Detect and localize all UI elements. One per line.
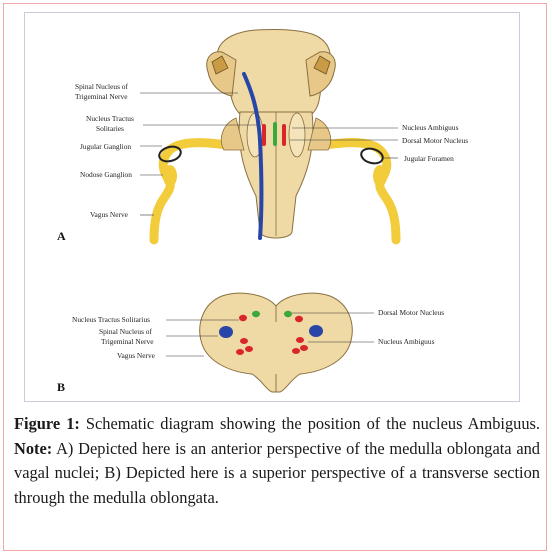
figure-caption: Figure 1: Schematic diagram showing the … [14,412,540,510]
caption-note-label: Note: [14,438,53,458]
right-jugular-foramen-ring [360,147,384,165]
label-dorsal-motor-nucleus-a: Dorsal Motor Nucleus [402,136,468,145]
spinal-trigeminal-nucleus-a [242,72,264,240]
label-spinal-nucleus-b-2: Trigeminal Nerve [101,337,154,346]
label-dorsal-motor-nucleus-b: Dorsal Motor Nucleus [378,308,444,317]
left-jugular-ganglion-ring [158,145,182,163]
label-nts-a-2: Solitaries [96,124,124,133]
nucleus-ambiguus-a [273,122,277,146]
label-jugular-foramen: Jugular Foramen [404,154,454,163]
left-trigeminal-root [211,55,229,75]
nucleus-ambiguus-left-1 [240,338,248,344]
label-nucleus-ambiguus-b: Nucleus Ambiguus [378,337,435,346]
nucleus-ambiguus-right-3 [292,348,300,354]
panel-b: Nucleus Tractus Solitarius Spinal Nucleu… [57,292,444,394]
label-spinal-nucleus-a-1: Spinal Nucleus of [75,82,128,91]
caption-figure-label: Figure 1: [14,414,80,433]
nts-right-b [295,315,303,323]
left-nodose-ganglion [163,165,177,187]
caption-text-2: A) Depicted here is an anterior perspect… [14,438,540,507]
label-nts-b: Nucleus Tractus Solitarius [72,315,150,324]
nucleus-ambiguus-left-3 [236,349,244,355]
dorsal-motor-nucleus-a [282,124,286,146]
right-vagus-nerve [315,138,401,245]
dmn-left-b [252,310,260,318]
right-nodose-ganglion [373,165,387,187]
pons [216,29,331,115]
right-trigeminal-root [313,55,331,75]
caption-text-1: Schematic diagram showing the position o… [79,414,541,433]
label-vagus-nerve-a: Vagus Nerve [90,210,129,219]
panel-b-letter: B [57,380,65,394]
medulla-left-wing [220,117,245,151]
nucleus-ambiguus-right-2 [300,345,308,351]
right-olive [288,112,306,158]
spinal-trigeminal-left-b [219,326,233,338]
nucleus-ambiguus-left-2 [245,346,253,352]
nucleus-tractus-solitarius-a [262,124,266,146]
medulla-right-wing [307,117,332,151]
panel-a-letter: A [57,229,66,243]
spinal-trigeminal-right-b [309,325,323,337]
label-nts-a-1: Nucleus Tractus [86,114,134,123]
label-spinal-nucleus-a-2: Trigeminal Nerve [75,92,128,101]
dmn-right-b [284,310,292,318]
label-nodose-ganglion: Nodose Ganglion [80,170,132,179]
nucleus-ambiguus-right-1 [296,337,304,343]
left-vagus-nerve [149,138,237,245]
label-jugular-ganglion: Jugular Ganglion [80,142,131,151]
label-vagus-nerve-b: Vagus Nerve [117,351,156,360]
label-nucleus-ambiguus-a: Nucleus Ambiguus [402,123,459,132]
nts-left-b [239,314,247,322]
panel-a: Spinal Nucleus of Trigeminal Nerve Nucle… [57,29,468,245]
label-spinal-nucleus-b-1: Spinal Nucleus of [99,327,152,336]
